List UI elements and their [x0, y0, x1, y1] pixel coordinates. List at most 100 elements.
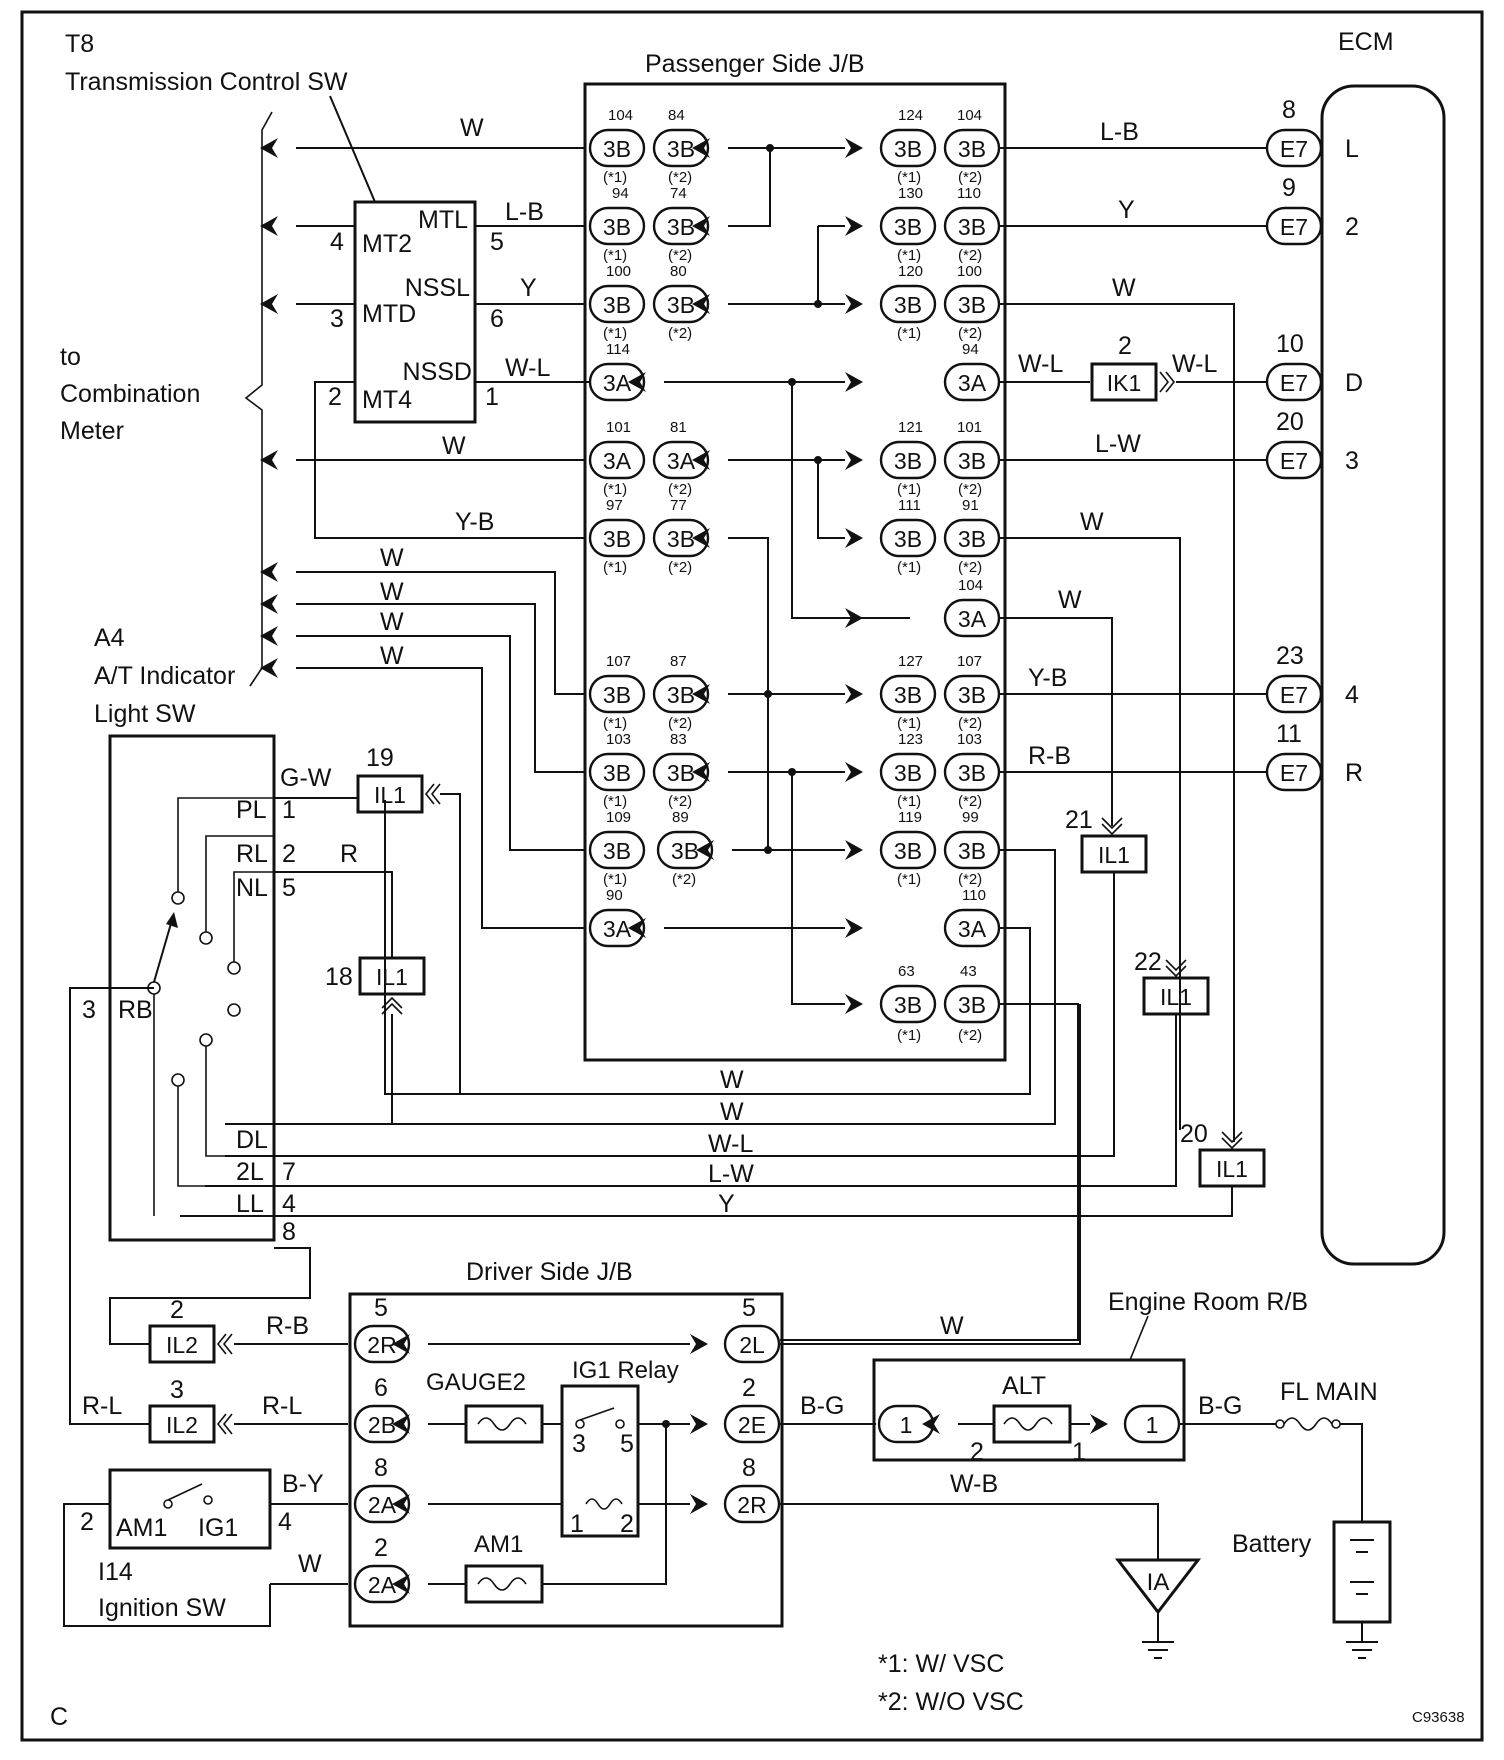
svg-text:2R: 2R [737, 1492, 766, 1518]
svg-text:3B: 3B [894, 838, 922, 864]
svg-text:2: 2 [1345, 213, 1359, 241]
svg-text:IL1: IL1 [376, 964, 408, 990]
svg-text:3B: 3B [603, 292, 631, 318]
svg-text:80: 80 [670, 263, 687, 280]
t8-pin-mtd: MTD [362, 300, 416, 328]
svg-text:18: 18 [325, 963, 353, 991]
svg-text:4: 4 [282, 1190, 296, 1218]
svg-text:(*2): (*2) [668, 247, 692, 264]
svg-text:103: 103 [606, 731, 631, 748]
svg-text:(*1): (*1) [603, 871, 627, 888]
svg-text:W: W [720, 1066, 744, 1094]
svg-text:127: 127 [898, 653, 923, 670]
svg-text:100: 100 [957, 263, 982, 280]
svg-text:(*1): (*1) [897, 871, 921, 888]
svg-text:W: W [380, 608, 404, 636]
svg-text:R-B: R-B [1028, 742, 1071, 770]
svg-text:107: 107 [606, 653, 631, 670]
il1-connector-20: IL1 20 [1180, 1120, 1266, 1188]
svg-text:(*2): (*2) [668, 559, 692, 576]
svg-text:6: 6 [490, 305, 504, 333]
svg-text:(*2): (*2) [672, 871, 696, 888]
svg-text:Ignition SW: Ignition SW [98, 1594, 226, 1622]
svg-text:ALT: ALT [1002, 1372, 1046, 1400]
svg-text:3B: 3B [894, 136, 922, 162]
svg-text:2: 2 [1118, 332, 1132, 360]
svg-text:2: 2 [282, 840, 296, 868]
svg-text:91: 91 [962, 497, 979, 514]
svg-text:2: 2 [374, 1534, 388, 1562]
svg-text:(*2): (*2) [668, 169, 692, 186]
svg-text:GAUGE2: GAUGE2 [426, 1369, 526, 1396]
svg-text:IL1: IL1 [1098, 842, 1130, 868]
svg-text:Engine Room R/B: Engine Room R/B [1108, 1288, 1308, 1316]
svg-text:R: R [340, 840, 358, 868]
il1-connector-21: IL1 21 [1065, 806, 1148, 874]
svg-text:G-W: G-W [280, 764, 332, 792]
svg-text:AM1: AM1 [474, 1531, 523, 1558]
note-2: *2: W/O VSC [878, 1688, 1024, 1716]
note-1: *1: W/ VSC [878, 1650, 1004, 1678]
svg-text:W-B: W-B [950, 1470, 998, 1498]
svg-text:W-L: W-L [1018, 350, 1063, 378]
t8-switch: T8 Transmission Control SW MTL MT2 NSSL … [65, 30, 504, 424]
svg-text:4: 4 [330, 228, 344, 256]
il1-connector-19: IL1 19 [356, 744, 441, 814]
svg-text:5: 5 [374, 1294, 388, 1322]
svg-text:9: 9 [1282, 174, 1296, 202]
jb-row-7: 3A 104 [845, 577, 1001, 638]
ecm: ECM E7 E7 E7 E7 E7 E7 L 2 D 3 4 R 8 9 10… [1265, 28, 1446, 1266]
svg-text:(*2): (*2) [668, 325, 692, 342]
svg-text:100: 100 [606, 263, 631, 280]
svg-text:123: 123 [898, 731, 923, 748]
svg-text:L-W: L-W [1095, 430, 1141, 458]
svg-text:3: 3 [572, 1430, 586, 1458]
svg-text:Combination: Combination [60, 380, 200, 408]
svg-text:W: W [1112, 274, 1136, 302]
svg-text:(*2): (*2) [668, 793, 692, 810]
svg-text:8: 8 [374, 1454, 388, 1482]
svg-text:B-G: B-G [1198, 1392, 1242, 1420]
svg-text:I14: I14 [98, 1558, 133, 1586]
svg-text:(*1): (*1) [603, 325, 627, 342]
svg-text:W-L: W-L [1172, 350, 1217, 378]
i14-ignition-switch: AM1 IG1 2 4 I14 Ignition SW [63, 1468, 292, 1627]
svg-text:(*2): (*2) [958, 325, 982, 342]
svg-text:E7: E7 [1280, 448, 1308, 474]
svg-text:(*1): (*1) [603, 559, 627, 576]
svg-text:IG1: IG1 [198, 1514, 238, 1542]
il2-connector-2: IL2 2 [148, 1296, 233, 1364]
svg-text:8: 8 [742, 1454, 756, 1482]
svg-text:3B: 3B [894, 682, 922, 708]
svg-text:5: 5 [742, 1294, 756, 1322]
svg-text:3B: 3B [894, 760, 922, 786]
svg-text:IA: IA [1147, 1569, 1170, 1596]
svg-text:3B: 3B [958, 292, 986, 318]
svg-text:(*2): (*2) [958, 169, 982, 186]
svg-text:63: 63 [898, 963, 915, 980]
svg-text:Y: Y [718, 1190, 735, 1218]
il1-connector-22: IL1 22 [1134, 948, 1210, 1016]
svg-text:NL: NL [236, 874, 268, 902]
svg-text:110: 110 [957, 185, 981, 202]
svg-text:104: 104 [958, 577, 983, 594]
svg-text:(*1): (*1) [897, 325, 921, 342]
svg-text:FL MAIN: FL MAIN [1280, 1378, 1378, 1406]
svg-text:3A: 3A [603, 370, 632, 396]
svg-text:L: L [1345, 135, 1359, 163]
svg-text:83: 83 [670, 731, 687, 748]
svg-text:(*1): (*1) [897, 481, 921, 498]
svg-text:2R: 2R [367, 1332, 396, 1358]
t8-id: T8 [65, 30, 94, 58]
svg-text:IL1: IL1 [1160, 984, 1192, 1010]
svg-text:IL1: IL1 [374, 782, 406, 808]
svg-text:(*1): (*1) [603, 481, 627, 498]
svg-text:W: W [380, 544, 404, 572]
svg-text:3B: 3B [894, 214, 922, 240]
svg-text:W: W [1058, 586, 1082, 614]
svg-text:3B: 3B [603, 526, 631, 552]
svg-text:(*2): (*2) [958, 559, 982, 576]
svg-text:6: 6 [374, 1374, 388, 1402]
